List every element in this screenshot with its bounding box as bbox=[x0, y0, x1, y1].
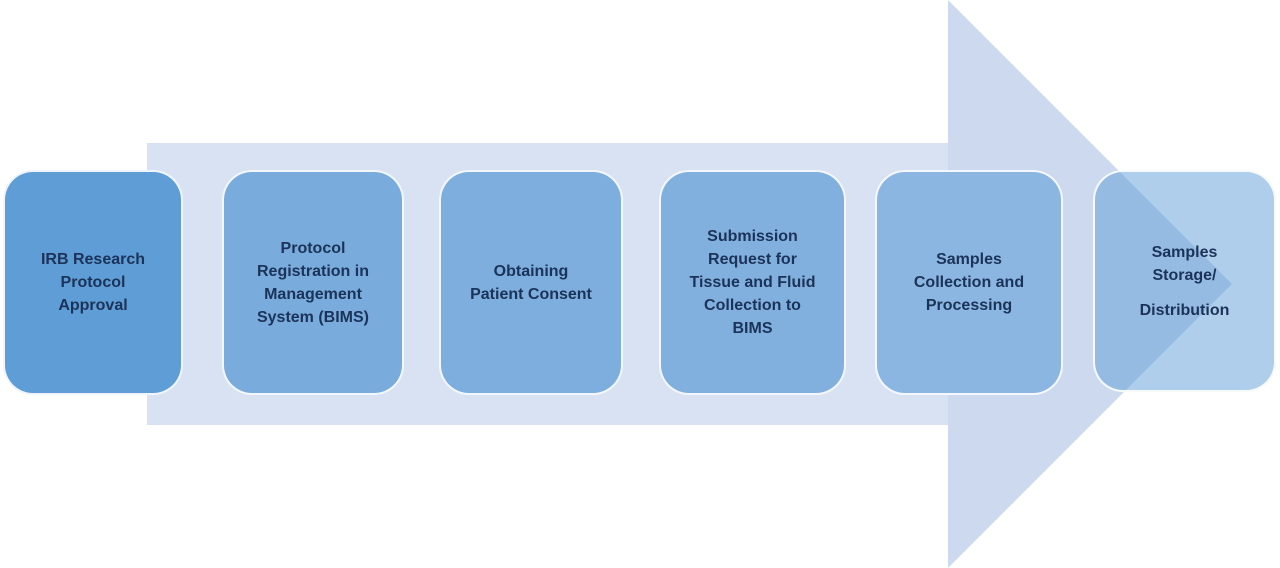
step-label-line: BIMS bbox=[732, 320, 773, 337]
step-label-line: System (BIMS) bbox=[256, 308, 370, 326]
step-label-line: Storage/ bbox=[1152, 266, 1217, 284]
step-label-line: Protocol bbox=[60, 274, 126, 291]
step-label-line: Patient Consent bbox=[470, 285, 592, 303]
step-label-line: Management bbox=[264, 285, 362, 303]
step-label-line: Samples bbox=[1151, 243, 1218, 261]
step-label-line: IRB Research bbox=[40, 251, 146, 268]
step-label-line: Collection to bbox=[704, 297, 801, 314]
step-label-line: Processing bbox=[925, 297, 1013, 314]
step-label-line: Distribution bbox=[1139, 301, 1230, 319]
step-label-line: Obtaining bbox=[493, 262, 569, 280]
step-label-line: Approval bbox=[58, 297, 128, 314]
step-label-line: Protocol bbox=[280, 239, 346, 257]
step-label-line: Submission bbox=[707, 228, 798, 245]
step-label-line: Tissue and Fluid bbox=[689, 274, 816, 291]
step-label-line: Registration in bbox=[256, 262, 369, 280]
step-label-line: Collection and bbox=[913, 274, 1025, 291]
step-label-line: Samples bbox=[936, 251, 1002, 268]
step-label-line: Request for bbox=[708, 251, 797, 268]
arrow-head bbox=[948, 0, 1232, 568]
step-label-paragraph: Distribution bbox=[1140, 299, 1230, 322]
